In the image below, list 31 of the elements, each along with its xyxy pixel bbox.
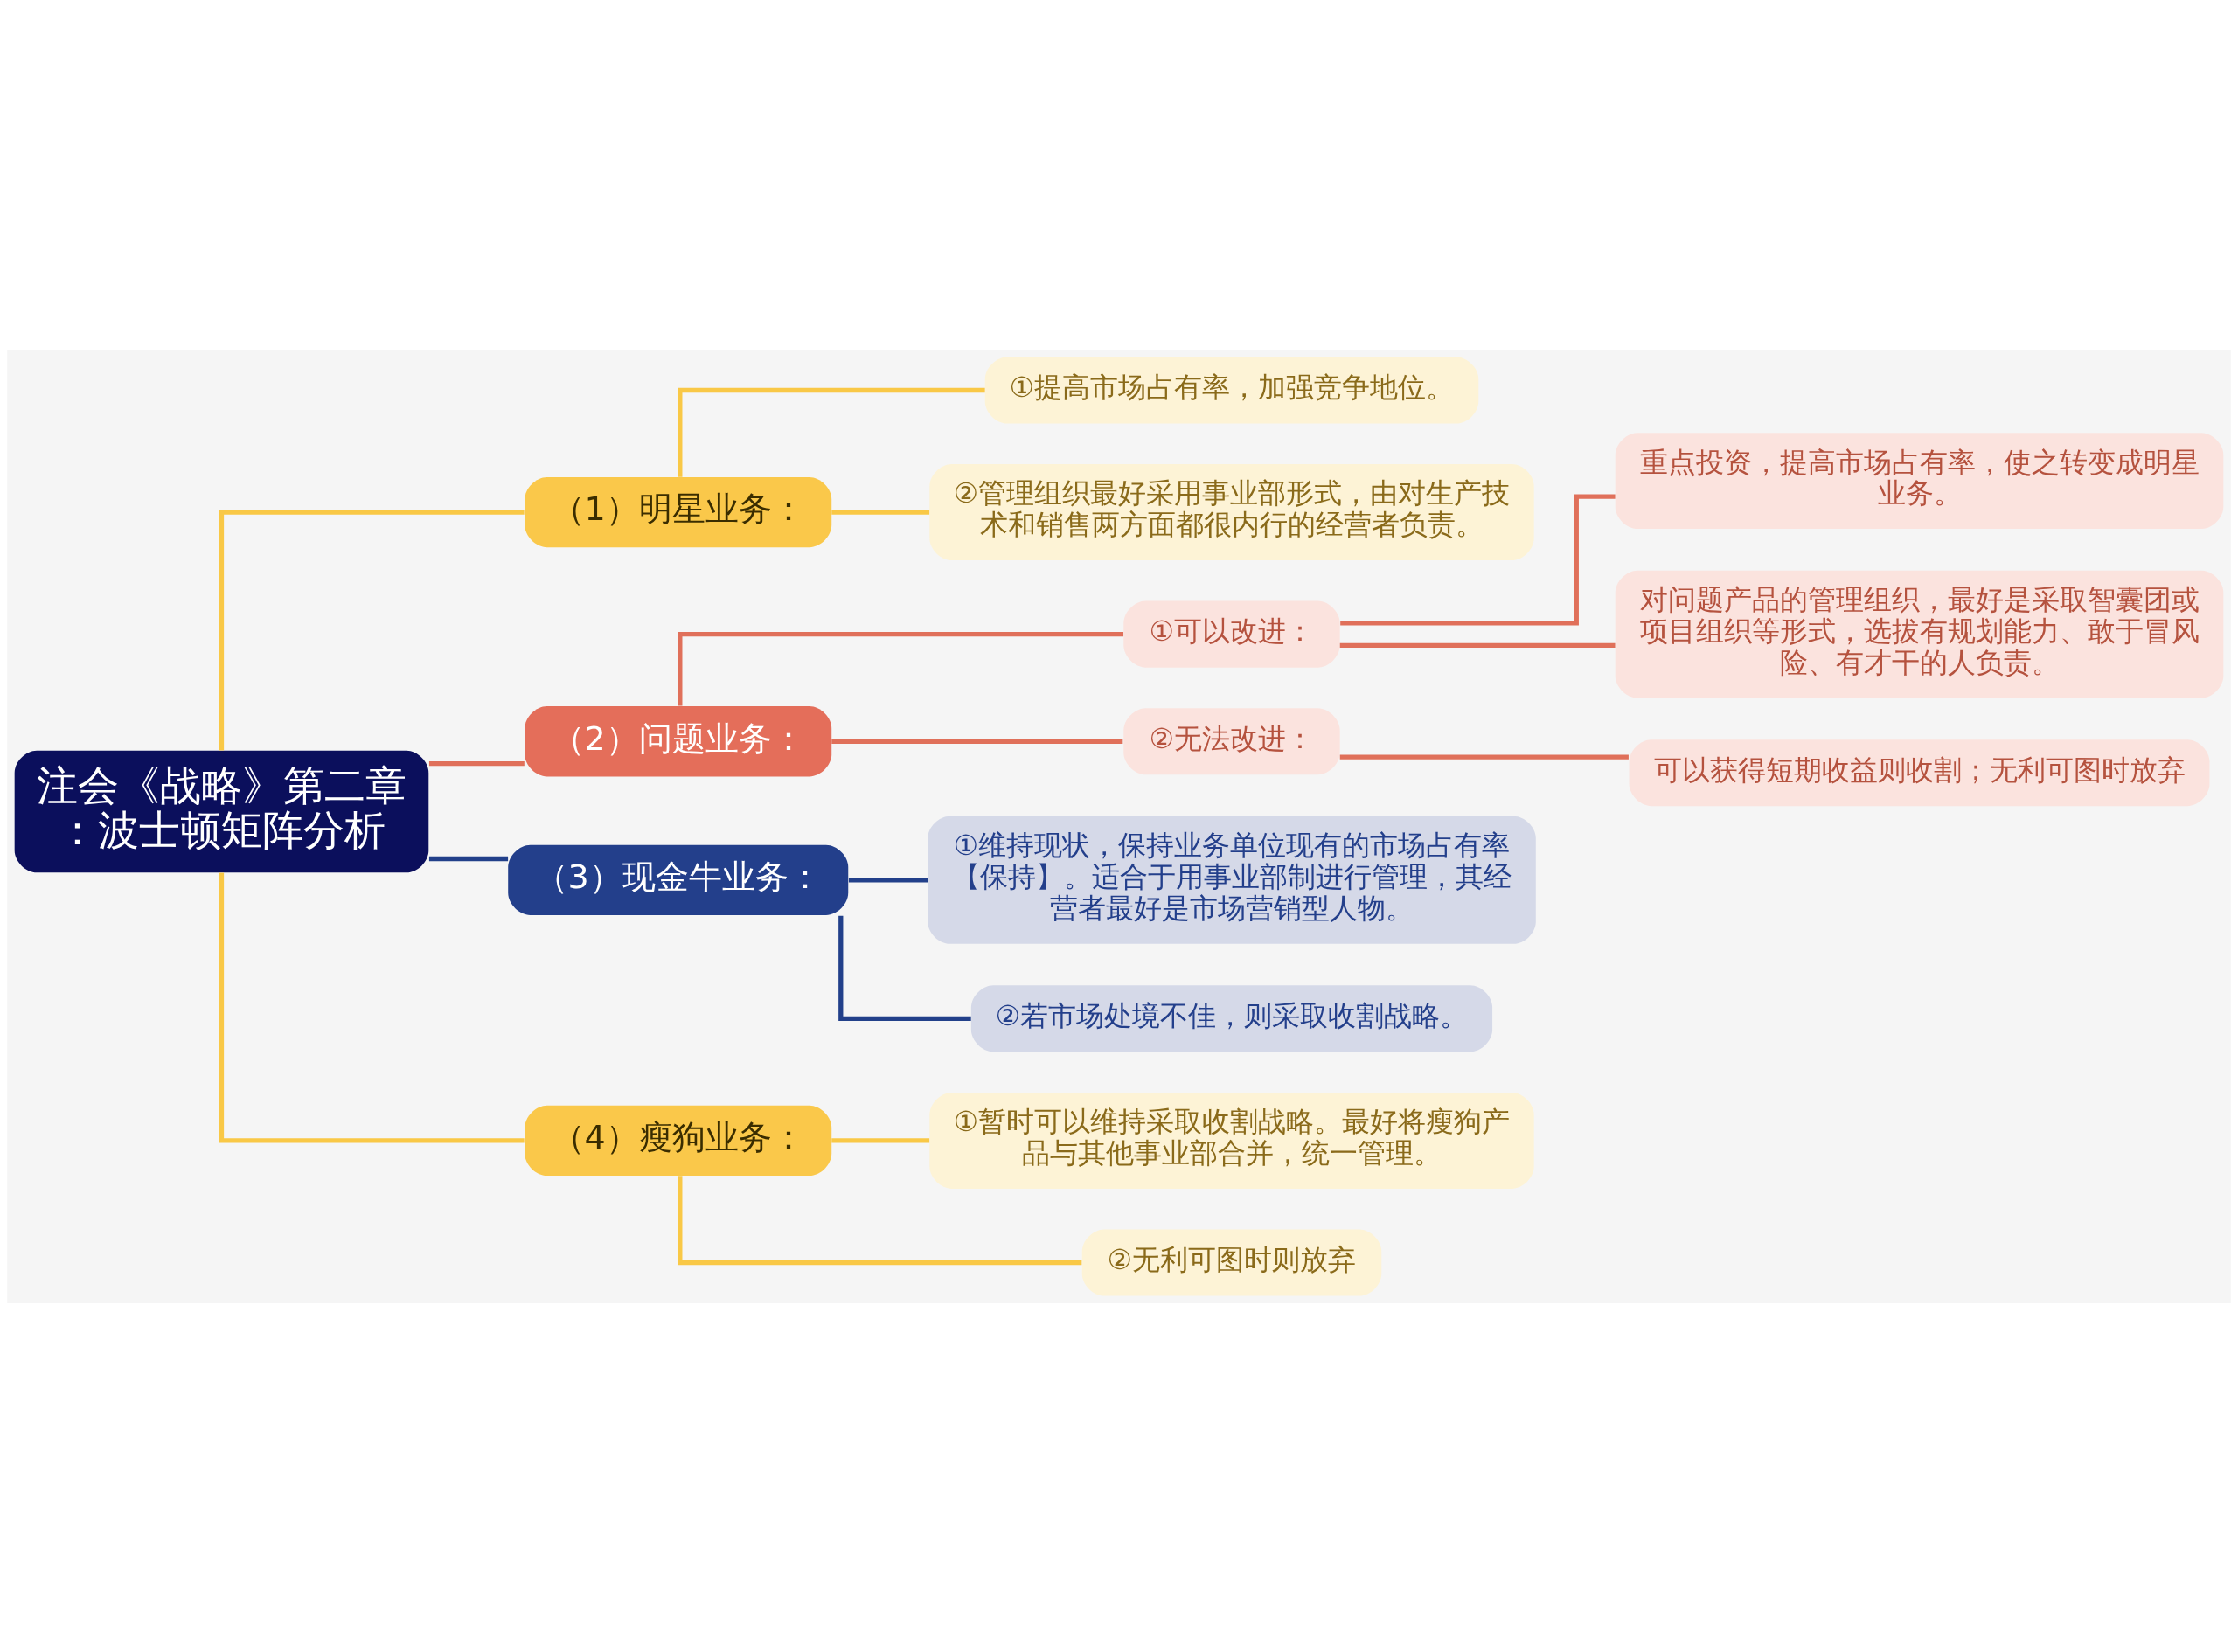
connector <box>831 1137 930 1143</box>
connector <box>678 631 1124 705</box>
node-box: 对问题产品的管理组织，最好是采取智囊团或项目组织等形式，选拔有规划能力、敢于冒风险、有才干的人负责。 <box>1615 570 2224 698</box>
node-box: ②若市场处境不佳，则采取收割战略。 <box>970 984 1493 1052</box>
connector <box>678 387 985 477</box>
node-box: 可以获得短期收益则收割；无利可图时放弃 <box>1629 739 2210 806</box>
node-box: （3）现金牛业务： <box>508 844 849 915</box>
connector <box>838 915 971 1021</box>
node-box: ②无利可图时则放弃 <box>1081 1228 1382 1296</box>
connector <box>831 509 930 515</box>
connector <box>219 509 525 750</box>
node-box: ①暂时可以维持采取收割战略。最好将瘦狗产品与其他事业部合并，统一管理。 <box>929 1092 1534 1189</box>
node-box: ②管理组织最好采用事业部形式，由对生产技术和销售两方面都很内行的经营者负责。 <box>929 463 1534 560</box>
node-box: （1）明星业务： <box>525 476 832 547</box>
node-box: ①维持现状，保持业务单位现有的市场占有率【保持】。适合于用事业部制进行管理，其经营者最好是市场营销型人物。 <box>928 816 1536 944</box>
node-box: ②无法改进： <box>1123 707 1340 774</box>
connector <box>1339 754 1629 760</box>
connector <box>831 739 1123 744</box>
node-box: ①可以改进： <box>1123 600 1340 668</box>
connector <box>219 872 525 1143</box>
node-box: 重点投资，提高市场占有率，使之转变成明星业务。 <box>1615 432 2224 529</box>
node-box: （4）瘦狗业务： <box>525 1105 832 1176</box>
node-box: 注会《战略》第二章：波士顿矩阵分析 <box>14 750 429 872</box>
node-box: ①提高市场占有率，加强竞争地位。 <box>984 356 1479 424</box>
connector <box>678 1175 1082 1265</box>
connector <box>1339 642 1616 648</box>
connector <box>848 877 928 882</box>
connector <box>1340 493 1616 626</box>
connector <box>428 856 509 861</box>
connector <box>428 760 525 766</box>
node-box: （2）问题业务： <box>525 705 832 776</box>
